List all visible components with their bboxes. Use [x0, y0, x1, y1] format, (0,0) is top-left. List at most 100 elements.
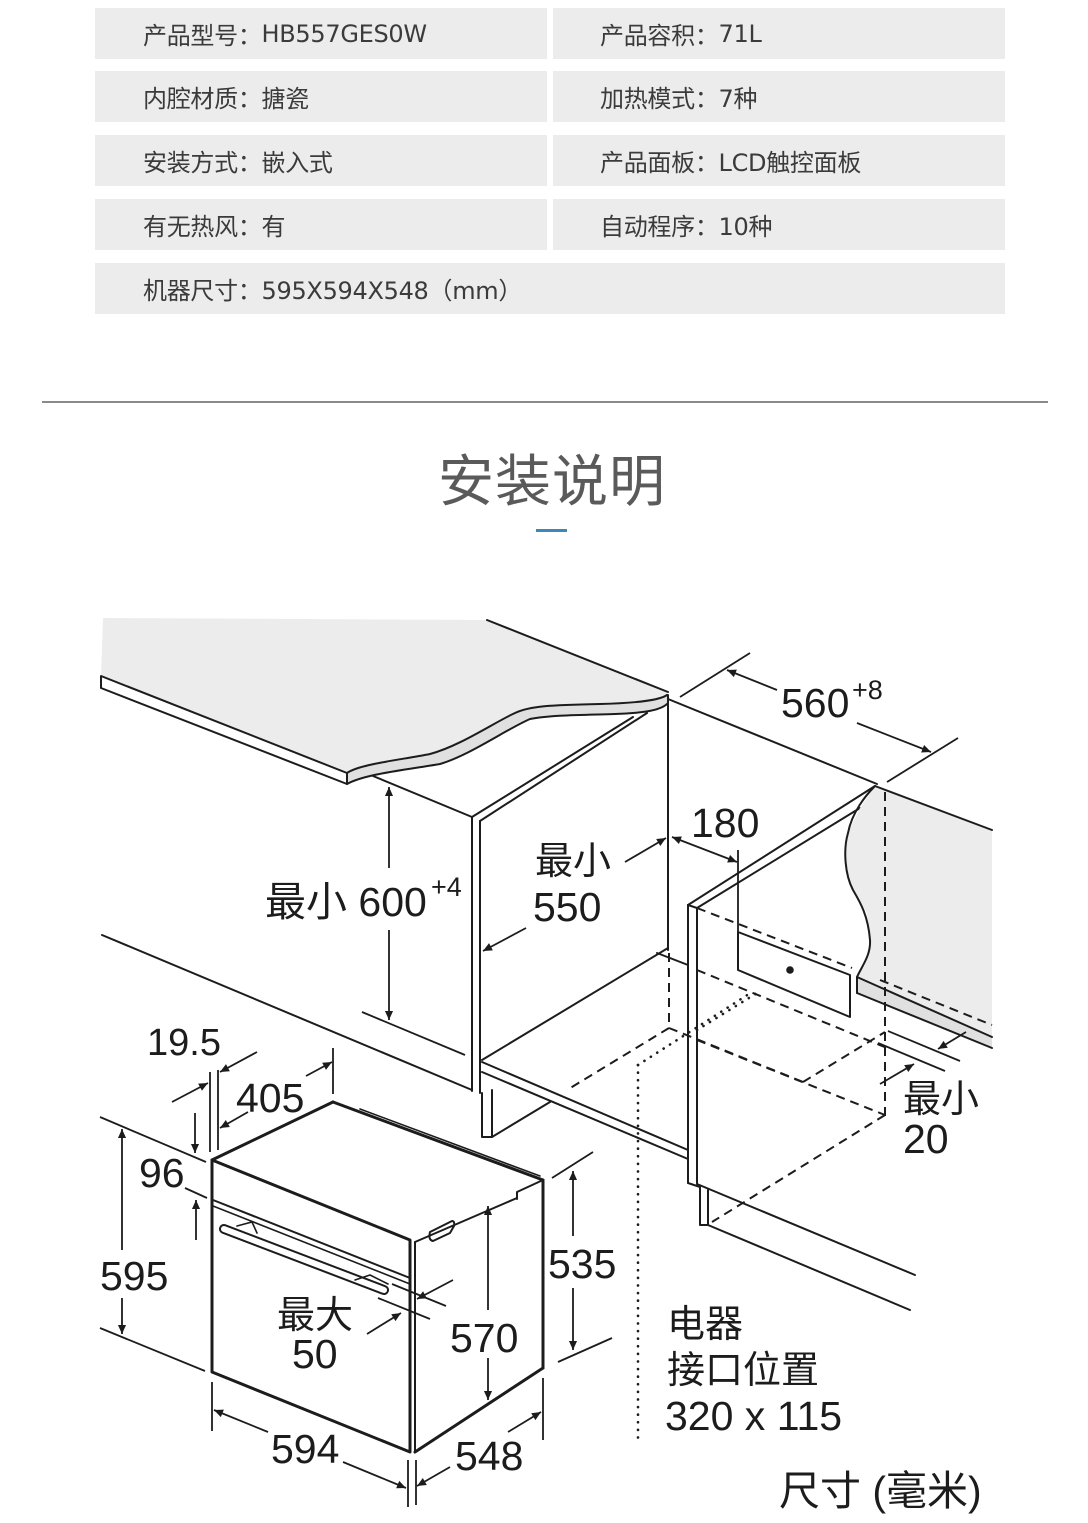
- dim-extension-line: [679, 652, 751, 698]
- dim-oven-width: 594: [211, 1382, 409, 1507]
- dim-extension-line: [99, 1327, 206, 1372]
- dim-label: 最小 600: [265, 879, 427, 925]
- dim-rear-height: 535: [548, 1151, 616, 1363]
- dim-arrow: [507, 1411, 542, 1433]
- cabinet-base-line: [101, 934, 473, 1091]
- dim-control-panel-height: 96: [99, 1113, 208, 1240]
- rear-wall-bottom-upper: [856, 976, 993, 1038]
- dim-top-depth: 405: [219, 1048, 334, 1129]
- handle-bar-fill: [221, 1226, 387, 1293]
- connection-note-line1: 电器: [667, 1304, 743, 1346]
- dim-niche-height: 最小 600 +4: [265, 787, 466, 1056]
- rear-wall-top-edge: [874, 785, 993, 831]
- connection-note-line2: 接口位置: [667, 1350, 819, 1392]
- dim-arrow: [879, 1063, 915, 1085]
- dim-arrow: [366, 1312, 402, 1335]
- oven-top-rail: [359, 1108, 541, 1177]
- spec-label: 内腔材质: [143, 85, 238, 113]
- spec-separator: ：: [237, 149, 262, 177]
- spec-separator: ：: [694, 22, 719, 50]
- dotted-line: [695, 991, 759, 1032]
- spec-value: 嵌入式: [261, 149, 333, 177]
- oven-side-top-edge: [414, 1197, 518, 1243]
- dashed-line: [696, 907, 853, 969]
- spec-label: 加热模式: [600, 85, 695, 113]
- spec-value: 71L: [718, 19, 762, 48]
- dim-value: 570: [450, 1315, 518, 1361]
- rear-wall-band: [857, 977, 992, 1048]
- dim-arrow: [213, 1409, 269, 1433]
- dim-extension-line: [377, 1297, 431, 1320]
- units-note: 尺寸 (毫米): [779, 1468, 982, 1514]
- dim-arrow: [482, 927, 527, 952]
- spec-cell-cavity-material: 内腔材质：搪瓷: [95, 71, 547, 122]
- oven-side-vent-icon: [428, 1220, 456, 1242]
- oven-side-bottom-edge: [413, 1366, 545, 1454]
- spec-label: 有无热风: [143, 213, 238, 241]
- spec-separator: ：: [694, 85, 719, 113]
- dim-handle-projection: 最大 50: [277, 1279, 454, 1377]
- spec-separator: ：: [237, 213, 262, 241]
- rear-wall-surface: [845, 786, 992, 1038]
- spec-value: LCD触控面板: [718, 149, 862, 177]
- spec-value: HB557GES0W: [261, 19, 428, 48]
- dim-niche-depth: 最小 550: [482, 837, 667, 952]
- spec-value: 有: [261, 213, 286, 241]
- dashed-line: [696, 1039, 886, 1116]
- left-plinth: [481, 1089, 493, 1138]
- spec-cell-model: 产品型号：HB557GES0W: [95, 8, 547, 59]
- spec-separator: ：: [237, 22, 262, 50]
- control-panel-divider-shadow: [212, 1205, 411, 1285]
- niche-side-bottom-line: [656, 952, 689, 966]
- dashed-line: [711, 1114, 886, 1223]
- dim-extension-line: [99, 1116, 207, 1163]
- dashed-line: [696, 969, 888, 1049]
- plinth-front-line-upper: [481, 1061, 689, 1151]
- spec-separator: ：: [237, 85, 262, 113]
- spec-separator: ：: [694, 213, 719, 241]
- left-plinth-return: [491, 1101, 551, 1138]
- plinth-front-line-lower: [481, 1071, 689, 1160]
- dim-arrow: [671, 836, 738, 863]
- dim-tolerance: +4: [431, 872, 462, 902]
- niche-top-back-line: [667, 698, 878, 785]
- dim-arrow: [305, 1061, 333, 1077]
- oven-door-handle: [219, 1221, 389, 1295]
- countertop-underside-line: [372, 775, 473, 818]
- spec-value: 10种: [718, 213, 773, 241]
- dim-value: 535: [548, 1241, 616, 1287]
- section-divider: [42, 401, 1048, 403]
- spec-value: 7种: [718, 85, 758, 113]
- spec-value: 595X594X548（mm）: [261, 277, 523, 305]
- dim-extension-line: [551, 1151, 594, 1179]
- dim-value: 180: [691, 800, 759, 846]
- dim-rear-gap: 最小 20: [877, 1030, 979, 1162]
- dim-value: 405: [236, 1075, 304, 1121]
- spec-cell-dimensions: 机器尺寸：595X594X548（mm）: [95, 263, 1005, 314]
- countertop-cut-band: [347, 695, 668, 784]
- dim-connection-offset: 180: [671, 800, 759, 932]
- countertop-cut-edge-bottom: [346, 702, 669, 785]
- dim-label: 最小: [535, 841, 611, 883]
- spec-separator: ：: [237, 277, 262, 305]
- dim-tolerance: +8: [852, 675, 883, 705]
- dim-arrow: [416, 1279, 454, 1300]
- countertop: [100, 618, 669, 818]
- dim-arrow: [219, 1111, 249, 1129]
- dim-arrow: [624, 837, 667, 863]
- dim-value: 560: [781, 680, 849, 726]
- spec-cell-heating-modes: 加热模式：7种: [553, 71, 1005, 122]
- dim-arrow: [342, 1461, 407, 1489]
- spec-cell-capacity: 产品容积：71L: [553, 8, 1005, 59]
- dim-panel-offset: 19.5: [147, 1022, 258, 1152]
- dim-extension-line: [184, 1187, 208, 1199]
- handle-bar-outline: [219, 1224, 389, 1295]
- spec-separator: ：: [694, 149, 719, 177]
- spec-value: 搪瓷: [261, 85, 310, 113]
- hidden-lines: [566, 792, 993, 1440]
- dim-extension-line: [557, 1337, 613, 1363]
- oven-rear-notch: [516, 1179, 544, 1200]
- dashed-line: [668, 1027, 804, 1083]
- oven-top-surface: [212, 1102, 543, 1240]
- spec-cell-hot-air: 有无热风：有: [95, 199, 547, 250]
